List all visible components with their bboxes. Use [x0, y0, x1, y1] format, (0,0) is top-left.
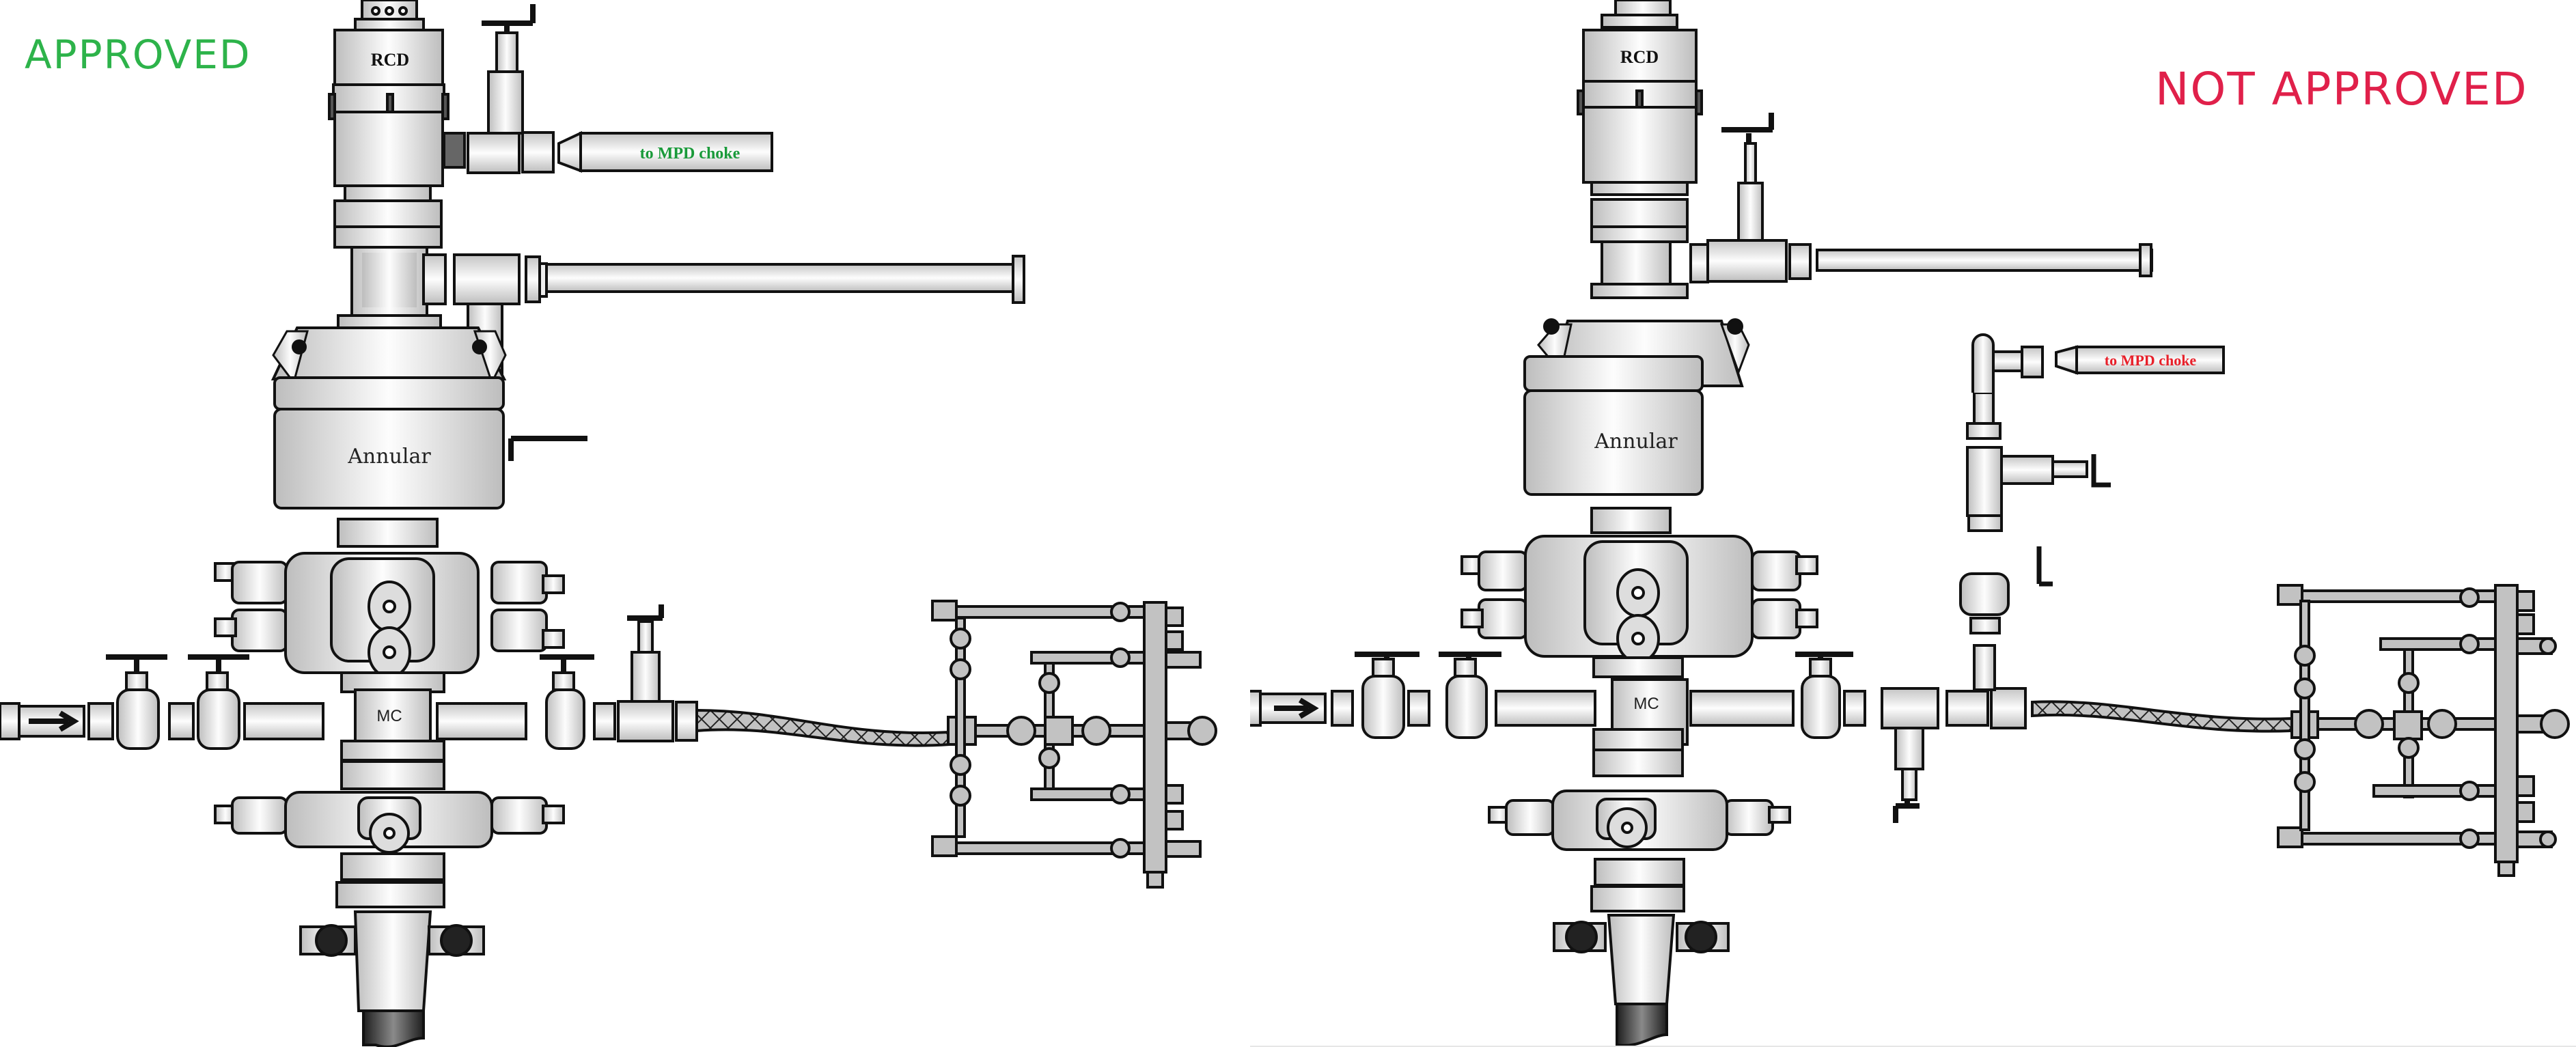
annular-preventer: Annular	[1523, 318, 1750, 534]
approved-label: APPROVED	[25, 31, 251, 78]
mud-cross-label: MC	[1633, 695, 1659, 713]
not-approved-label: NOT APPROVED	[2155, 63, 2528, 115]
choke-manifold	[2277, 584, 2570, 877]
annular-preventer: Annular	[271, 326, 507, 548]
double-ram-bop	[214, 552, 565, 693]
approved-stack-diagram: RCD to MPD choke	[0, 0, 1217, 1047]
lower-stack	[214, 740, 565, 1047]
rcd-label: RCD	[1620, 47, 1659, 67]
choke-manifold	[931, 600, 1217, 889]
not-approved-panel: NOT APPROVED RCD	[1250, 0, 2576, 1047]
double-ram-bop	[1460, 535, 1818, 678]
annular-label: Annular	[1594, 430, 1678, 453]
mpd-outlet-label: to MPD choke	[2105, 352, 2197, 369]
mud-cross-label: MC	[376, 707, 402, 725]
not-approved-stack-diagram: RCD	[1250, 0, 2570, 1047]
panel-bottom-border	[1250, 1046, 2576, 1047]
rcd-mpd-outlet: to MPD choke	[443, 4, 773, 174]
approved-panel: APPROVED	[0, 0, 1250, 1047]
mpd-tee-riser: to MPD choke	[1959, 333, 2225, 691]
annular-label: Annular	[347, 445, 431, 469]
rcd-label: RCD	[371, 50, 409, 70]
choke-kill-line: MC	[1250, 652, 2293, 823]
mpd-outlet-label: to MPD choke	[640, 145, 740, 163]
lower-stack	[1488, 728, 1791, 1047]
rcd-assembly: RCD	[1577, 0, 2153, 299]
